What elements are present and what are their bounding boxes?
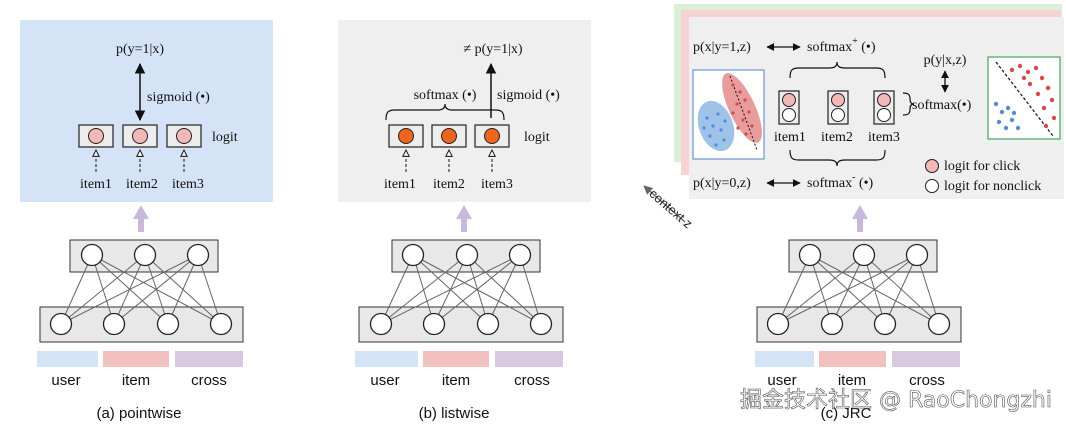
panel-a-item1: item1 — [80, 177, 112, 192]
caption-jrc: (c) JRC — [821, 405, 872, 422]
panel-c-softmax-pos: softmax+ (•) — [807, 36, 876, 55]
panel-a-logit-label: logit — [212, 130, 238, 145]
panel-c-pos-brace — [789, 61, 886, 79]
panel-a-top-label: p(y=1|x) — [116, 42, 164, 57]
panel-c-neg-brace — [789, 149, 886, 167]
panel-c-item3: item3 — [868, 130, 900, 145]
network-c — [756, 239, 962, 343]
panel-c-logit-boxes — [778, 90, 895, 125]
panel-c-feature-item: item — [838, 372, 866, 389]
panel-b-feature-user: user — [370, 372, 399, 389]
panel-a-feature-user: user — [51, 372, 80, 389]
legend-nonclick-swatch — [925, 179, 939, 193]
feature-bars-b — [355, 351, 563, 367]
legend-click-label: logit for click — [944, 159, 1020, 174]
panel-b-item2: item2 — [433, 177, 465, 192]
panel-c-p-pos: p(x|y=1,z) — [693, 40, 751, 55]
panel-b-feature-item: item — [442, 372, 470, 389]
panel-c-feature-user: user — [767, 372, 796, 389]
panel-c-item1: item1 — [774, 130, 806, 145]
panel-jrc: p(x|y=1,z) softmax+ (•) p(y|x,z) softmax… — [643, 4, 1064, 231]
panel-c-softmax-neg: softmax- (•) — [807, 172, 874, 191]
panel-b-item1: item1 — [384, 177, 416, 192]
panel-a-logit-boxes — [78, 124, 202, 148]
network-b — [358, 239, 564, 343]
panel-c-p-neg: p(x|y=0,z) — [693, 176, 751, 191]
panel-pointwise: p(y=1|x) sigmoid (•) logit item1 item2 i… — [20, 20, 273, 202]
panel-b-item3: item3 — [481, 177, 513, 192]
panel-c-context-label: context z — [646, 186, 695, 231]
caption-pointwise: (a) pointwise — [96, 405, 181, 422]
panel-c-mid-brace — [902, 92, 915, 116]
legend-nonclick-label: logit for nonclick — [944, 179, 1041, 194]
legend-click-swatch — [925, 159, 939, 173]
upward-arrows — [133, 205, 868, 232]
panel-a-background — [20, 20, 273, 202]
panel-b-logit-boxes — [388, 124, 510, 148]
panel-b-softmax-label: softmax (•) — [414, 88, 477, 103]
panel-b-softmax-brace — [385, 103, 505, 121]
panel-b-top-label: ≠ p(y=1|x) — [463, 42, 523, 57]
panel-b-item-arrows — [406, 150, 492, 172]
panel-a-func-label: sigmoid (•) — [147, 90, 210, 105]
panel-c-distribution-inset — [692, 69, 765, 160]
panel-a-feature-cross: cross — [191, 372, 227, 389]
panel-b-func-label: sigmoid (•) — [497, 88, 560, 103]
panel-listwise: ≠ p(y=1|x) sigmoid (•) softmax (•) logit… — [338, 20, 591, 202]
network-a — [39, 239, 244, 343]
feature-bars-a — [37, 351, 243, 367]
panel-a-item3: item3 — [172, 177, 204, 192]
feature-bars-c — [755, 351, 960, 367]
panel-b-logit-label: logit — [524, 130, 550, 145]
panel-c-p-cond: p(y|x,z) — [924, 53, 967, 68]
panel-a-feature-item: item — [122, 372, 150, 389]
panel-c-boundary-inset — [987, 56, 1061, 140]
panel-b-background — [338, 20, 591, 202]
panel-a-item2: item2 — [126, 177, 158, 192]
panel-c-context-arrow — [643, 185, 686, 223]
panel-c-softmax-mid: softmax(•) — [912, 98, 972, 113]
panel-c-legend: logit for click logit for nonclick — [925, 159, 1041, 194]
panel-b-feature-cross: cross — [514, 372, 550, 389]
caption-listwise: (b) listwise — [419, 405, 490, 422]
panel-c-item2: item2 — [821, 130, 853, 145]
watermark: 掘金技术社区 @ RaoChongzhi — [740, 388, 1052, 413]
panel-c-feature-cross: cross — [909, 372, 945, 389]
panel-a-item-arrows — [96, 150, 184, 172]
